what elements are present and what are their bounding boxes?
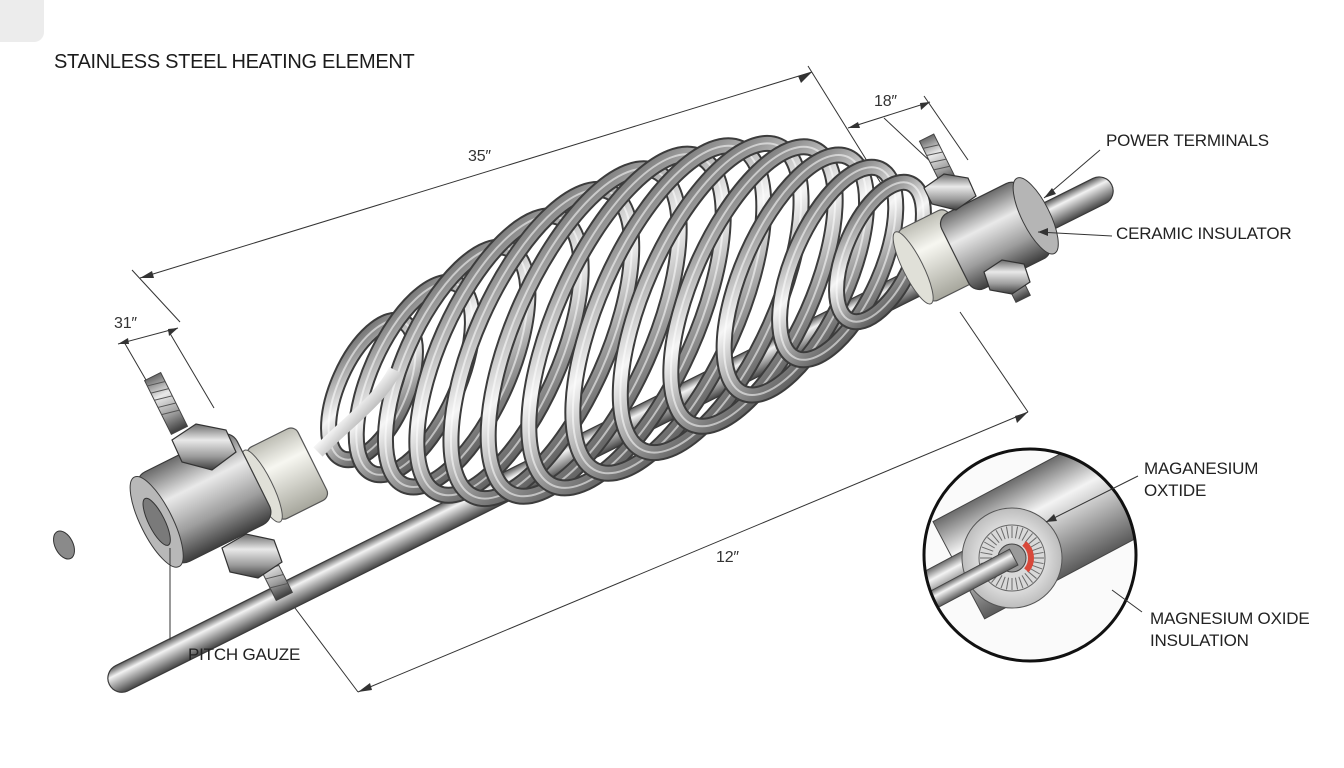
- mgo-grain-line: [1000, 527, 1006, 540]
- mgo-grain-line: [1005, 577, 1010, 590]
- left-terminal-assembly: [129, 371, 329, 602]
- mgo-grain-line: [995, 575, 1003, 586]
- callout-mgo-insulation-line1: MAGNESIUM OXIDE: [1150, 609, 1310, 628]
- mgo-grain-line: [1014, 577, 1019, 590]
- mgo-grain-line: [1026, 570, 1037, 579]
- mgo-grain-line: [984, 541, 995, 549]
- cross-section-inset: [922, 447, 1138, 663]
- dimension-overall-length: 35″: [468, 148, 491, 165]
- corner-tab: [0, 0, 44, 42]
- mgo-grain-line: [1018, 576, 1024, 589]
- leader-mgo-insulation: [1111, 589, 1143, 613]
- mgo-grain-line: [1021, 575, 1029, 586]
- right-terminal-assembly: [892, 133, 1059, 305]
- callout-magnesium-oxide-line2: OXTIDE: [1144, 481, 1207, 500]
- mgo-grain-line: [981, 546, 994, 552]
- dimension-left-offset: 31″: [114, 315, 137, 332]
- heating-coil: [313, 134, 932, 508]
- mgo-grain-line: [987, 537, 998, 546]
- callout-mgo-insulation-line2: INSULATION: [1150, 631, 1249, 650]
- dim-line-coil: [357, 411, 1029, 693]
- mgo-grain-line: [991, 533, 1000, 544]
- coil-turn-highlight: [669, 145, 837, 428]
- leader-power-terminals: [1043, 149, 1101, 199]
- dimension-arrows: [118, 72, 1028, 692]
- leader-ceramic-insulator: [1037, 231, 1113, 237]
- callout-magnesium-oxide-line1: MAGANESIUM: [1144, 459, 1259, 478]
- dimension-lines: [117, 65, 1029, 693]
- dimension-terminal-offset: 18″: [874, 93, 897, 110]
- leader-magnesium-oxide: [1045, 475, 1139, 523]
- diagram-title: STAINLESS STEEL HEATING ELEMENT: [54, 51, 415, 73]
- callout-ceramic-insulator: CERAMIC INSULATOR: [1116, 224, 1292, 243]
- mgo-grain-line: [1014, 526, 1019, 539]
- coil-turn-highlight: [415, 214, 583, 497]
- mgo-grain-line: [1000, 576, 1006, 589]
- mgo-grain-line: [995, 530, 1003, 541]
- mgo-grain-line: [1005, 526, 1010, 539]
- leader-lines: [169, 149, 1143, 640]
- coil-turn-highlight: [384, 246, 529, 488]
- callout-power-terminals: POWER TERMINALS: [1106, 131, 1269, 150]
- mgo-grain-line: [1018, 527, 1024, 540]
- dim-line-overall: [139, 71, 813, 279]
- mgo-grain-line: [1021, 530, 1029, 541]
- coil-lead: [313, 366, 401, 457]
- dimension-coil-length: 12″: [716, 549, 739, 566]
- callout-pitch-gauze: PITCH GAUZE: [188, 645, 301, 664]
- dim-line-terminal: [847, 101, 931, 129]
- mgo-grain-line: [980, 551, 993, 556]
- mgo-grain-line: [1024, 572, 1033, 583]
- coil-turn-highlight: [778, 166, 897, 361]
